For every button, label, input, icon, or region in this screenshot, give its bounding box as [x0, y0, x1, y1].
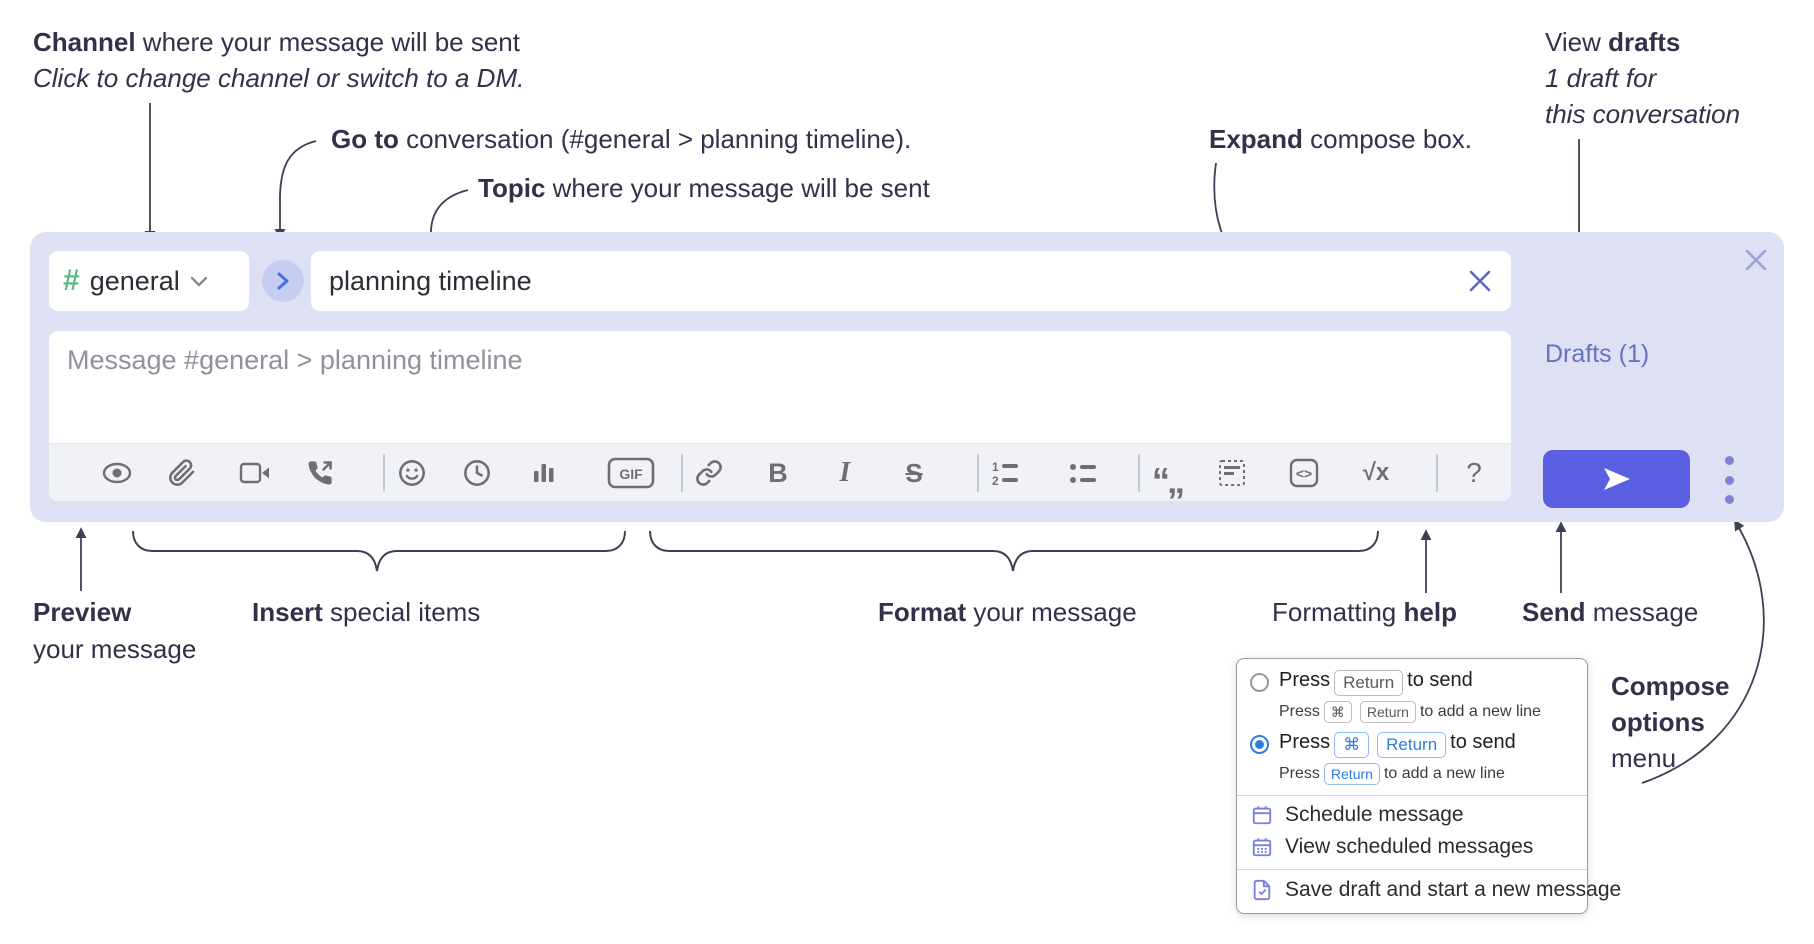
channel-annotation: Channel where your message will be sent: [33, 27, 520, 57]
video-call-icon[interactable]: [237, 455, 273, 491]
math-icon[interactable]: √x: [1362, 459, 1390, 486]
preview-annotation: Preview: [33, 597, 132, 627]
compose-box: # general planning timeline Message #gen…: [30, 232, 1784, 522]
calendar-icon: [1252, 806, 1272, 825]
calendar-days-icon: [1252, 838, 1272, 857]
send-button[interactable]: [1543, 450, 1690, 508]
drafts-link[interactable]: Drafts (1): [1545, 340, 1650, 368]
code-icon[interactable]: <>: [1286, 455, 1322, 491]
bulleted-list-icon[interactable]: [1065, 455, 1101, 491]
svg-text:GIF: GIF: [619, 466, 643, 482]
topic-input-value: planning timeline: [329, 265, 532, 296]
toolbar-divider: [383, 454, 385, 492]
compose-options-kebab-icon[interactable]: [1714, 456, 1744, 504]
time-clock-icon[interactable]: [459, 455, 495, 491]
voice-call-icon[interactable]: [302, 455, 338, 491]
send-icon: [1603, 468, 1630, 490]
help-icon[interactable]: ?: [1466, 457, 1482, 488]
arrow-goto: [274, 140, 317, 240]
go-to-conversation-button[interactable]: [262, 260, 304, 302]
chevron-down-icon: [190, 276, 207, 286]
compose-options-annotation: Compose options menu: [1611, 671, 1730, 773]
clear-topic-icon[interactable]: [1467, 268, 1493, 294]
return-key: Return: [1359, 701, 1416, 723]
channel-hash-icon: #: [63, 264, 80, 297]
menu-item-view-scheduled-messages[interactable]: View scheduled messages: [1251, 835, 1533, 859]
channel-name: general: [89, 265, 180, 296]
gif-icon[interactable]: GIF: [605, 455, 657, 491]
view-drafts-annotation: View drafts: [1545, 27, 1681, 57]
channel-annotation-bold: Channel: [33, 27, 136, 57]
channel-selector[interactable]: # general: [48, 250, 250, 312]
attach-paperclip-icon[interactable]: [164, 455, 200, 491]
toolbar-divider: [977, 454, 979, 492]
cmd-key: ⌘: [1323, 701, 1352, 723]
expand-annotation: Expand compose box.: [1209, 124, 1473, 154]
svg-text:2: 2: [992, 474, 999, 487]
return-key: Return: [1323, 763, 1380, 785]
preview-eye-icon[interactable]: [99, 455, 135, 491]
return-key: Return: [1377, 732, 1447, 758]
topic-input[interactable]: planning timeline: [310, 250, 1512, 312]
cmd-key: ⌘: [1334, 732, 1370, 758]
send-annotation: Send message: [1522, 597, 1699, 627]
insert-annotation: Insert special items: [252, 597, 481, 627]
bold-icon[interactable]: B: [768, 457, 788, 488]
chevron-right-icon: [277, 272, 289, 290]
toolbar-divider: [681, 454, 683, 492]
menu-item-schedule-message[interactable]: Schedule message: [1251, 803, 1464, 827]
spoiler-icon[interactable]: [1214, 455, 1250, 491]
radio-return-to-send[interactable]: [1250, 673, 1269, 692]
goto-annotation: Go to conversation (#general > planning …: [331, 124, 912, 154]
return-key: Return: [1334, 670, 1404, 696]
topic-annotation: Topic where your message will be sent: [478, 173, 930, 203]
menu-item-save-draft-new-message[interactable]: Save draft and start a new message: [1251, 878, 1621, 902]
svg-text:1: 1: [992, 460, 999, 474]
link-icon[interactable]: [691, 455, 727, 491]
toolbar-divider: [1436, 454, 1438, 492]
poll-bar-chart-icon[interactable]: [526, 455, 562, 491]
menu-divider: [1237, 795, 1587, 796]
quote-icon[interactable]: “„: [1152, 460, 1185, 501]
message-placeholder: Message #general > planning timeline: [67, 345, 523, 375]
svg-text:<>: <>: [1296, 466, 1312, 482]
emoji-smiley-icon[interactable]: [394, 455, 430, 491]
format-annotation: Format your message: [878, 597, 1137, 627]
view-drafts-annotation-sub1: 1 draft for: [1545, 63, 1657, 93]
brace-format: [649, 530, 1379, 572]
toolbar-divider: [1138, 454, 1140, 492]
menu-divider: [1237, 869, 1587, 870]
save-draft-icon: [1253, 879, 1271, 901]
italic-icon[interactable]: I: [839, 457, 851, 488]
preview-annotation-line2: your message: [33, 634, 197, 664]
view-drafts-annotation-sub2: this conversation: [1545, 99, 1741, 129]
message-input[interactable]: Message #general > planning timeline: [48, 330, 1512, 502]
radio-cmd-return-to-send[interactable]: [1250, 735, 1269, 754]
strikethrough-icon[interactable]: S: [905, 457, 923, 488]
close-compose-icon[interactable]: [1742, 246, 1770, 274]
brace-insert: [132, 530, 626, 572]
channel-annotation-sub: Click to change channel or switch to a D…: [33, 63, 525, 93]
formatting-help-annotation: Formatting help: [1272, 597, 1457, 627]
